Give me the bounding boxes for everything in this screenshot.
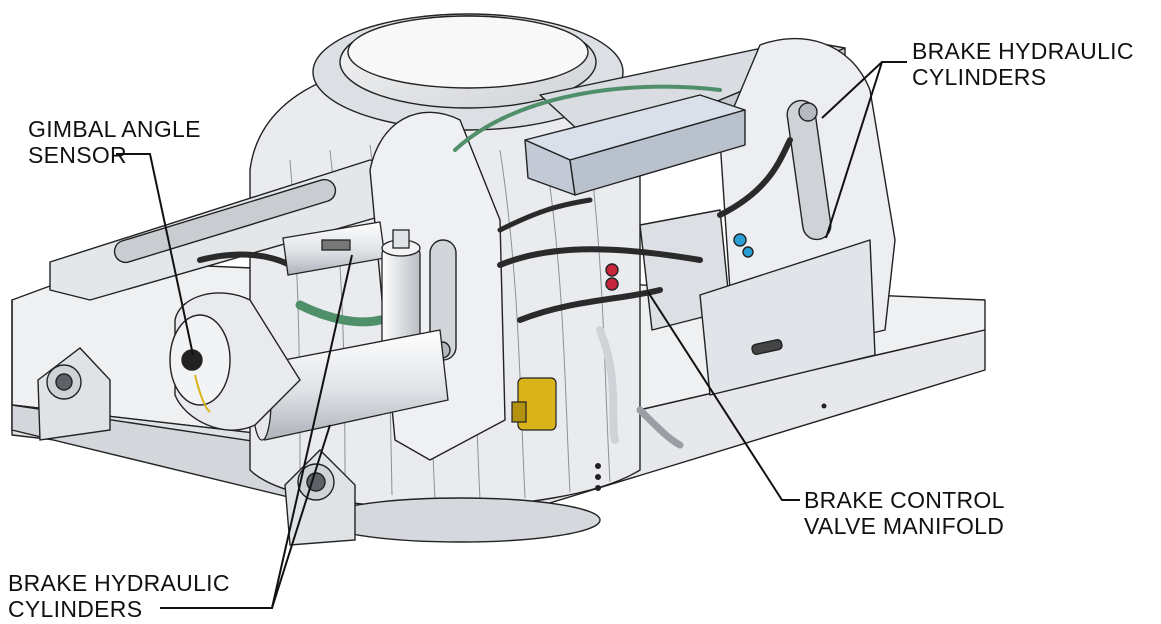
label-gimbal-angle-sensor: GIMBAL ANGLE SENSOR — [28, 116, 201, 168]
label-brake-valve-line1: BRAKE CONTROL — [804, 487, 1005, 513]
mounting-feet — [37, 347, 356, 546]
right-bolt — [798, 102, 818, 122]
leader-brake-valve — [647, 291, 800, 501]
label-brake-valve-line2: VALVE MANIFOLD — [804, 513, 1005, 539]
label-brake-control-valve-manifold: BRAKE CONTROL VALVE MANIFOLD — [804, 487, 1005, 539]
label-brake-cyl-top-line1: BRAKE HYDRAULIC — [912, 38, 1134, 64]
label-brake-cyl-top-line2: CYLINDERS — [912, 64, 1047, 90]
right-slot — [786, 99, 832, 241]
label-brake-hydraulic-cylinders-top: BRAKE HYDRAULIC CYLINDERS — [912, 38, 1134, 90]
leader-gimbal-sensor — [116, 153, 194, 356]
valve-manifold — [605, 209, 876, 396]
foot-left — [37, 347, 111, 441]
front-face-bolts — [595, 403, 827, 491]
hydraulic-hoses — [197, 84, 793, 449]
dome-top — [347, 15, 589, 89]
yellow-connector — [511, 377, 557, 431]
label-gimbal-line1: GIMBAL ANGLE — [28, 116, 201, 142]
drum-bottom — [319, 497, 601, 543]
label-brake-cyl-bottom-line2: CYLINDERS — [8, 596, 143, 622]
label-brake-cyl-bottom-line1: BRAKE HYDRAULIC — [8, 570, 230, 596]
electronics-box — [524, 94, 746, 196]
label-brake-hydraulic-cylinders-bottom: BRAKE HYDRAULIC CYLINDERS — [8, 570, 230, 622]
label-gimbal-line2: SENSOR — [28, 142, 127, 168]
leader-lines — [116, 61, 907, 609]
